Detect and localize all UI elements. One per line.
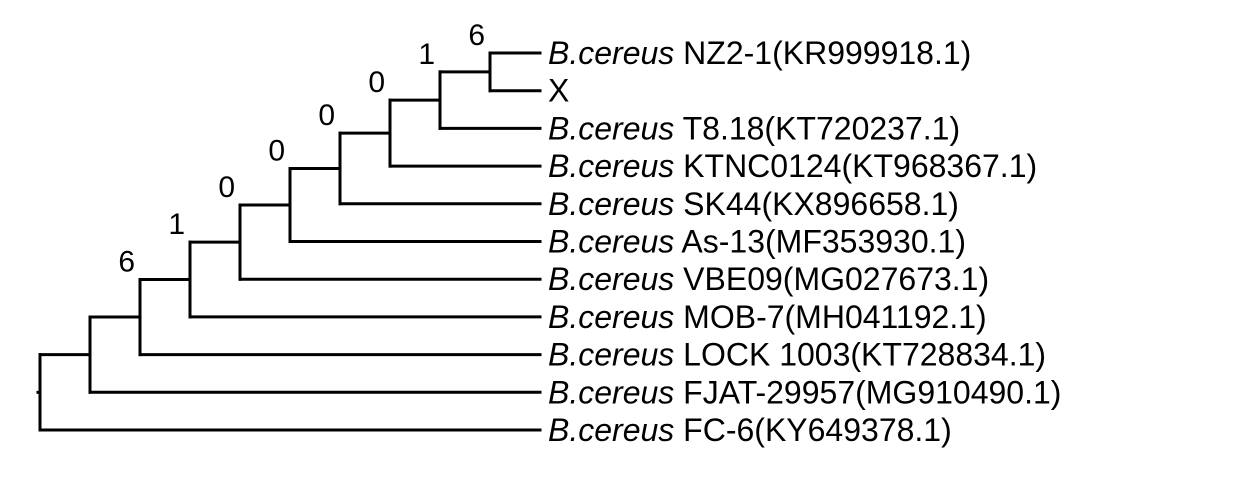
leaf-label: B.cereus NZ2-1(KR999918.1): [548, 35, 971, 71]
leaf-label: B.cereus T8.18(KT720237.1): [548, 110, 960, 146]
leaf-label: B.cereus LOCK 1003(KT728834.1): [548, 337, 1046, 373]
leaf-strain: FJAT-29957(MG910490.1): [674, 374, 1061, 410]
leaf-strain: As-13(MF353930.1): [674, 224, 966, 260]
leaf-label: B.cereus FC-6(KY649378.1): [548, 412, 952, 448]
node-support-label: 1: [168, 208, 185, 241]
leaf-label: B.cereus KTNC0124(KT968367.1): [548, 148, 1037, 184]
leaf-genus: B.cereus: [548, 412, 674, 448]
leaf-strain: LOCK 1003(KT728834.1): [674, 337, 1046, 373]
node-support-label: 6: [468, 19, 485, 52]
leaf-genus: B.cereus: [548, 224, 674, 260]
leaf-label: B.cereus SK44(KX896658.1): [548, 186, 959, 222]
leaf-genus: B.cereus: [548, 35, 674, 71]
leaf-strain: NZ2-1(KR999918.1): [674, 35, 971, 71]
leaf-label: B.cereus FJAT-29957(MG910490.1): [548, 374, 1061, 410]
node-support-label: 0: [268, 134, 285, 167]
leaf-genus: B.cereus: [548, 261, 674, 297]
node-support-label: 0: [318, 99, 335, 132]
leaf-strain: T8.18(KT720237.1): [674, 110, 960, 146]
leaf-genus: B.cereus: [548, 337, 674, 373]
node-support-label: 0: [218, 171, 235, 204]
node-support-label: 0: [368, 66, 385, 99]
leaf-labels: B.cereus NZ2-1(KR999918.1)XB.cereus T8.1…: [548, 35, 1061, 448]
leaf-label: X: [548, 73, 569, 109]
leaf-strain: SK44(KX896658.1): [674, 186, 959, 222]
node-support-label: 6: [118, 245, 135, 278]
leaf-genus: B.cereus: [548, 110, 674, 146]
leaf-genus: B.cereus: [548, 186, 674, 222]
leaf-label: B.cereus MOB-7(MH041192.1): [548, 299, 987, 335]
leaf-strain: KTNC0124(KT968367.1): [674, 148, 1037, 184]
leaf-genus: B.cereus: [548, 374, 674, 410]
leaf-genus: B.cereus: [548, 148, 674, 184]
leaf-genus: B.cereus: [548, 299, 674, 335]
leaf-strain: MOB-7(MH041192.1): [674, 299, 986, 335]
leaf-strain: VBE09(MG027673.1): [674, 261, 989, 297]
leaf-label: B.cereus VBE09(MG027673.1): [548, 261, 989, 297]
node-support-label: 1: [418, 38, 435, 71]
tree-branches: [36, 51, 542, 432]
leaf-strain: FC-6(KY649378.1): [674, 412, 951, 448]
leaf-label: B.cereus As-13(MF353930.1): [548, 224, 966, 260]
